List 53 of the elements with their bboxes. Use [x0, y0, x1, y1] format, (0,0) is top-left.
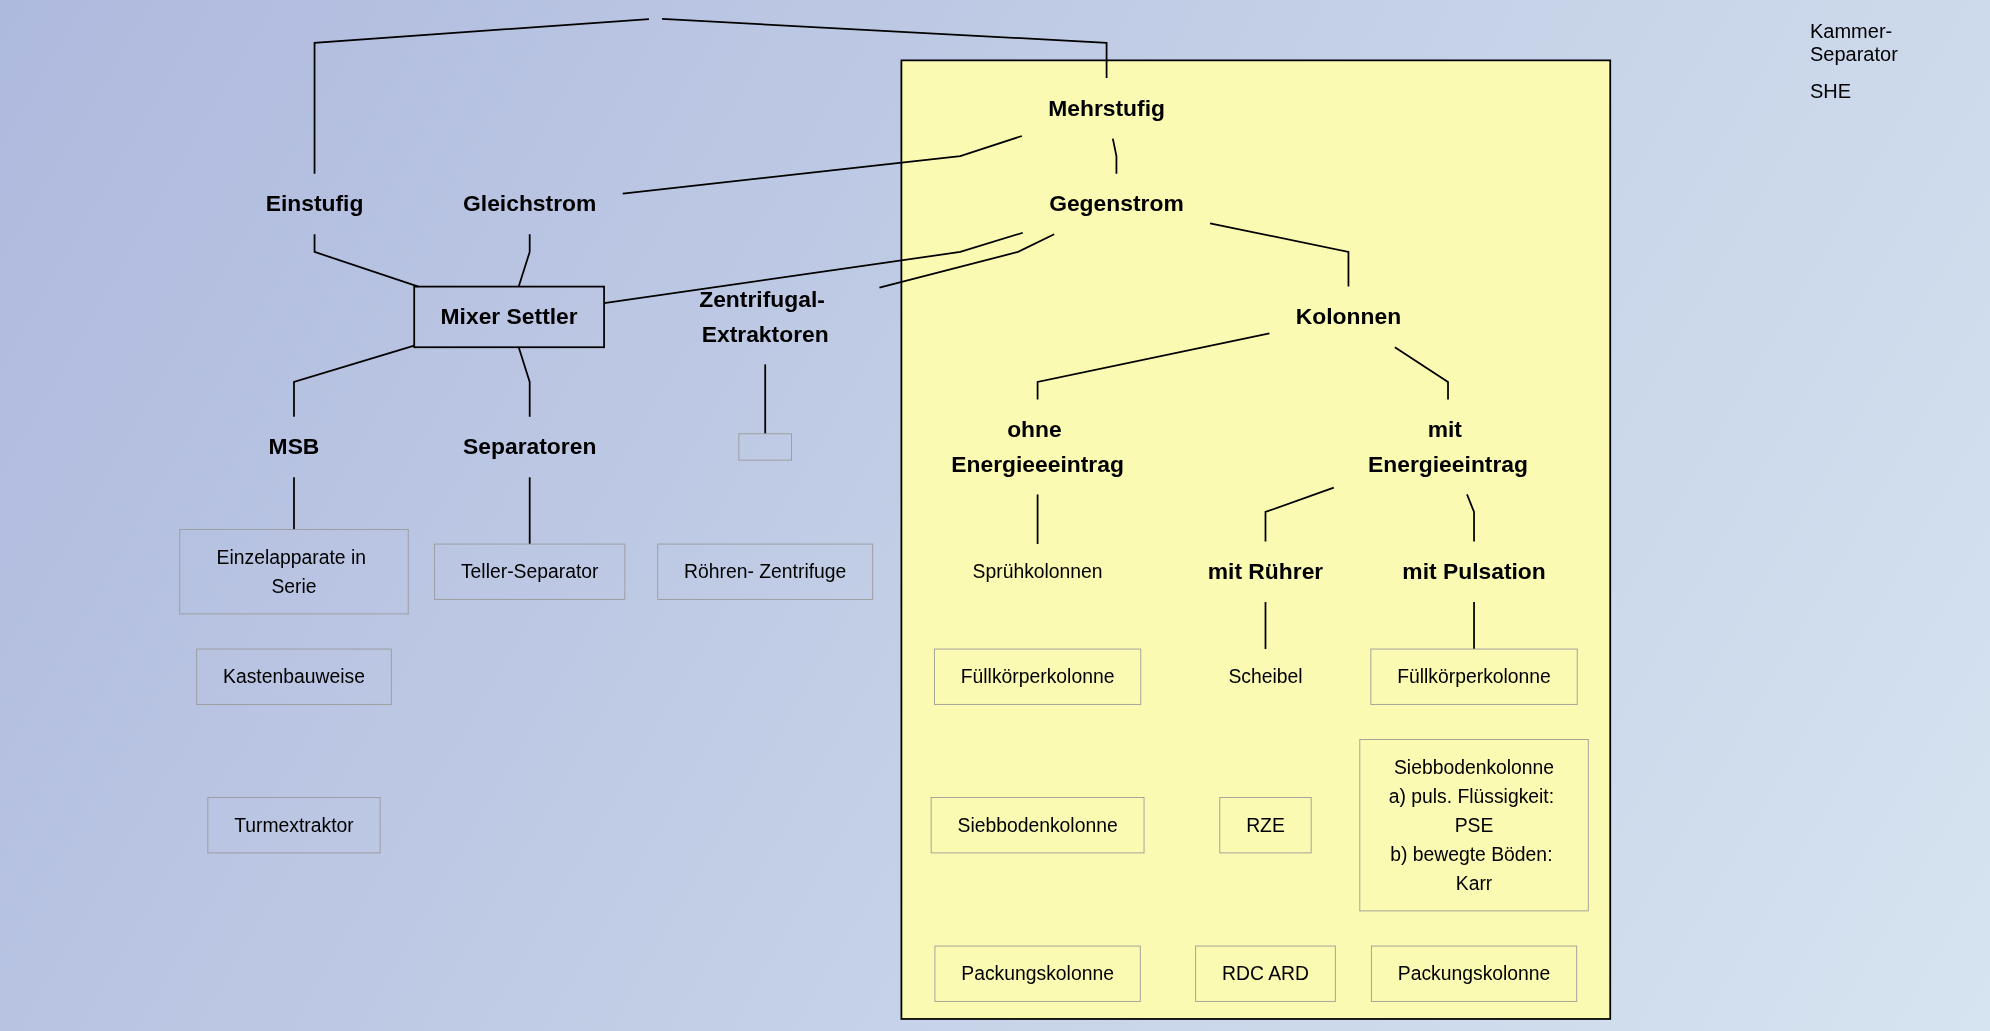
node-text: Einstufig [265, 190, 364, 217]
connector [293, 344, 416, 418]
node-box: RDC ARD [1195, 945, 1336, 1002]
connector [764, 363, 767, 435]
node-text: Scheibel [1228, 665, 1303, 688]
node-text: Separatoren [463, 433, 597, 460]
connector [878, 233, 1056, 289]
node-text: Zentrifugal- Extraktoren [699, 286, 829, 347]
node-text: MSB [268, 433, 320, 460]
node-text: Mehrstufig [1048, 94, 1165, 121]
node-box: Packungskolonne [1370, 945, 1578, 1002]
node-text: mit Pulsation [1402, 558, 1546, 585]
connector [313, 233, 420, 288]
connector [517, 346, 531, 418]
node-text: ohne Energieeeintrag [951, 416, 1124, 477]
connector [528, 476, 531, 545]
node-text: Gegenstrom [1049, 190, 1184, 217]
connector [1036, 493, 1039, 545]
connector [1209, 222, 1350, 288]
node-box: Mixer Settler [413, 285, 605, 349]
node-text: Sprühkolonnen [972, 560, 1103, 583]
node-text: mit Energieeintrag [1368, 416, 1528, 477]
node-text: Kolonnen [1295, 303, 1402, 330]
node-box: Siebbodenkolonne a) puls. Flüssigkeit: PSE b) bewegte Böden: Karr [1359, 739, 1589, 912]
connector [1466, 493, 1475, 543]
node-box: Kastenbauweise [196, 648, 392, 705]
note-text: Kammer-Separator [1810, 20, 1899, 66]
node-text: Gleichstrom [463, 190, 597, 217]
node-box: Packungskolonne [934, 945, 1141, 1002]
connector [1111, 137, 1118, 175]
connector [1036, 332, 1271, 401]
node-box: Röhren- Zentrifuge [657, 543, 874, 600]
node-box: Teller-Separator [434, 543, 626, 600]
cluster [900, 59, 1612, 1020]
node-box [738, 433, 792, 461]
node-text: mit Rührer [1207, 558, 1324, 585]
node-box: RZE [1219, 797, 1312, 854]
node-box: Siebbodenkolonne [930, 797, 1145, 854]
connector [313, 18, 650, 175]
connector [1264, 486, 1335, 543]
note-text: SHE [1810, 80, 1853, 103]
connector [603, 231, 1024, 305]
node-box: Turmextraktor [207, 797, 381, 854]
connector [1394, 346, 1449, 401]
node-box: Füllkörperkolonne [1370, 648, 1578, 705]
node-box: Einzelapparate in Serie [179, 529, 409, 615]
connector [517, 233, 531, 288]
connector [621, 135, 1023, 195]
connector [661, 18, 1108, 79]
connector [1473, 601, 1475, 650]
connector [1264, 601, 1267, 650]
connector [293, 476, 295, 531]
node-box: Füllkörperkolonne [933, 648, 1142, 705]
